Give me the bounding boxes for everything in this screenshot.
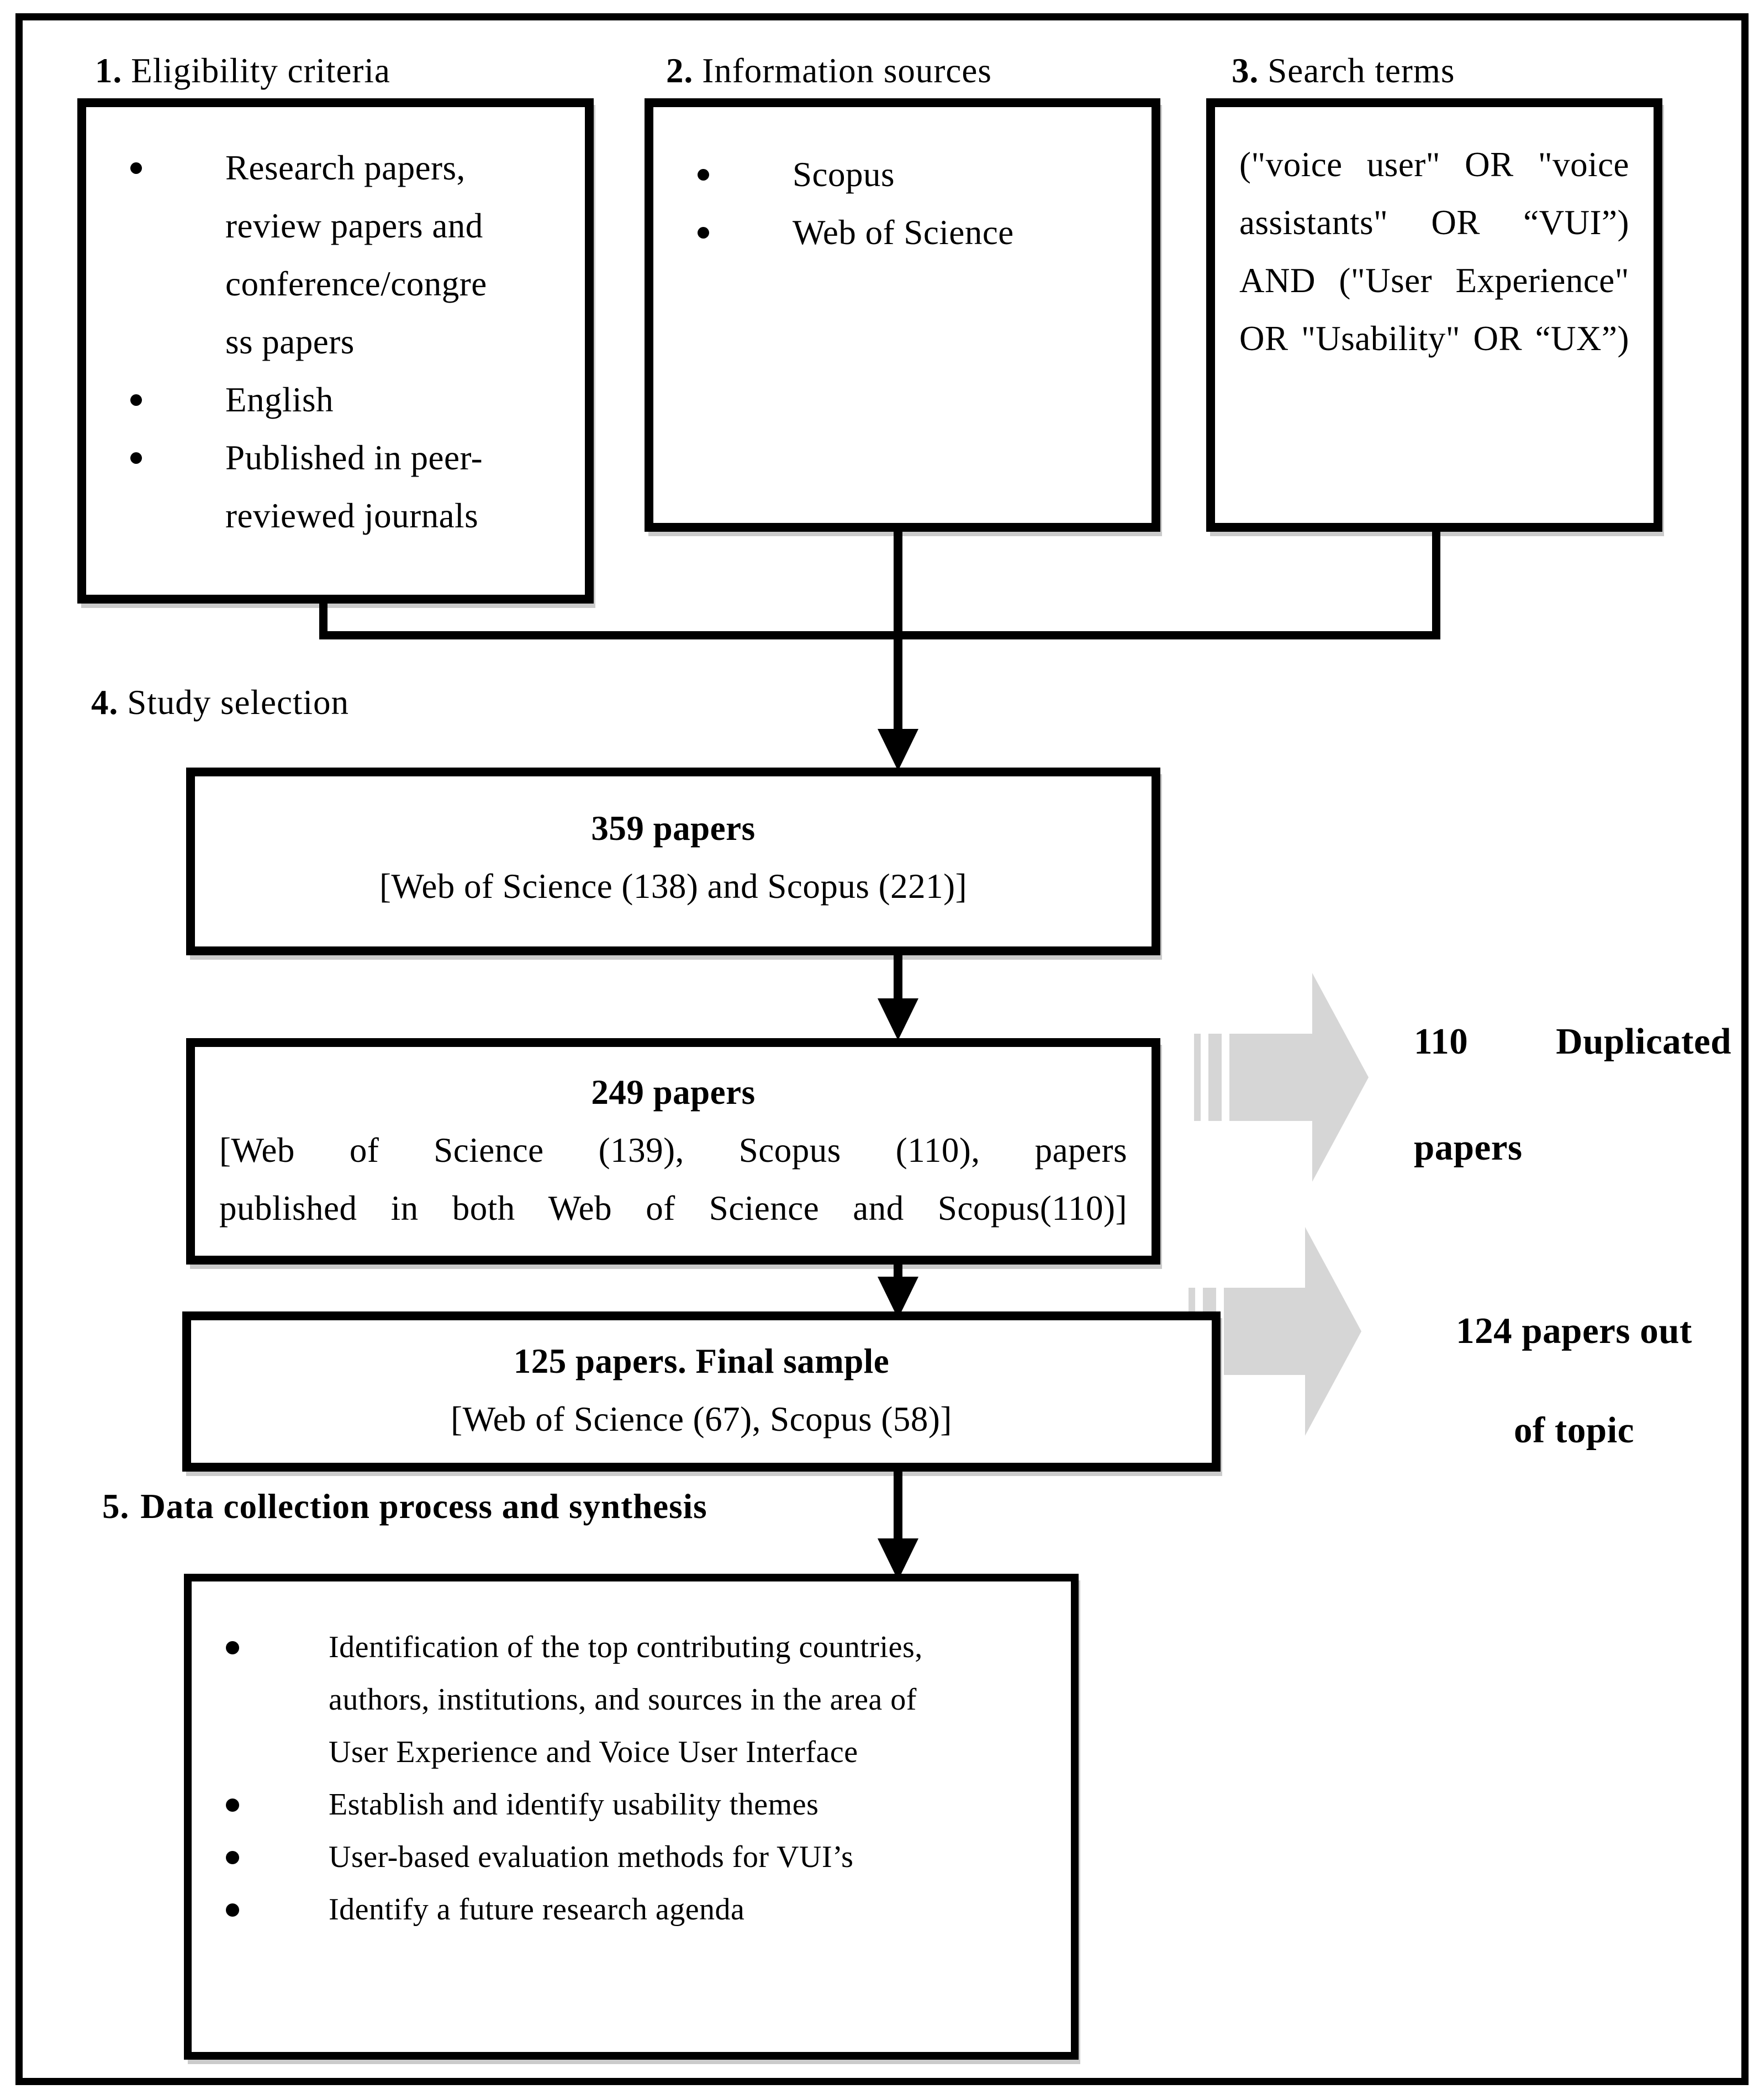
duplicated-papers-note: 110 Duplicated papers	[1414, 1021, 1731, 1168]
arrow-head-main	[878, 729, 918, 771]
box-249-detail: [Web of Science (139), Scopus (110), pap…	[219, 1131, 1127, 1228]
list-item: English	[86, 371, 585, 429]
section-label-eligibility: 1.Eligibility criteria	[95, 49, 390, 93]
section-label-search: 3.Search terms	[1232, 49, 1455, 93]
arrow-shaft-359-249	[894, 955, 902, 1001]
box-125-title: 125 papers. Final sample	[513, 1342, 890, 1380]
list-item: Scopus	[653, 146, 1152, 204]
gray-arrow-out-of-topic-head-icon	[1305, 1227, 1361, 1436]
section-title: Data collection process and synthesis	[140, 1487, 707, 1526]
list-item: Web of Science	[653, 204, 1152, 262]
arrow-shaft-125-synthesis	[894, 1472, 902, 1541]
box-249-title: 249 papers	[591, 1073, 756, 1112]
outer-border	[15, 13, 1749, 2085]
list-item: Identify a future research agenda	[192, 1884, 1071, 1936]
box-125-papers: 125 papers. Final sample [Web of Science…	[182, 1311, 1221, 1472]
arrow-head-359-249	[878, 998, 918, 1040]
gray-arrow-duplicated-stripe-icon	[1194, 1034, 1201, 1121]
connector-eligibility-drop	[319, 599, 328, 639]
gray-arrow-out-of-topic-tail-icon	[1224, 1288, 1305, 1375]
search-query-text: ("voice user" OR "voice assistants" OR “…	[1239, 145, 1629, 358]
arrow-head-125-synthesis	[878, 1538, 918, 1580]
list-item: Establish and identify usability themes	[192, 1779, 1071, 1831]
list-item: Research papers, review papers and confe…	[86, 139, 585, 371]
list-item: Published in peer- reviewed journals	[86, 429, 585, 545]
eligibility-list: Research papers, review papers and confe…	[86, 139, 585, 545]
section-label-synthesis: 5. Data collection process and synthesis	[102, 1484, 707, 1528]
synthesis-box: Identification of the top contributing c…	[184, 1574, 1079, 2060]
information-sources-list: Scopus Web of Science	[653, 146, 1152, 262]
arrow-shaft-main	[894, 527, 902, 731]
box-359-title: 359 papers	[591, 809, 756, 848]
section-number: 1.	[95, 51, 123, 90]
section-label-selection: 4.Study selection	[91, 680, 349, 724]
information-sources-box: Scopus Web of Science	[645, 98, 1160, 532]
box-125-detail: [Web of Science (67), Scopus (58)]	[451, 1400, 952, 1438]
arrow-shaft-249-125	[894, 1265, 902, 1278]
section-number: 2.	[666, 51, 694, 90]
arrow-head-249-125	[878, 1277, 918, 1319]
section-title: Search terms	[1267, 51, 1455, 90]
list-item: User-based evaluation methods for VUI’s	[192, 1831, 1071, 1884]
eligibility-criteria-box: Research papers, review papers and confe…	[77, 98, 594, 604]
section-title: Study selection	[127, 683, 349, 722]
connector-bus-line	[319, 631, 1440, 639]
box-249-papers: 249 papers [Web of Science (139), Scopus…	[186, 1038, 1160, 1265]
gray-arrow-duplicated-stripe-icon	[1208, 1034, 1222, 1121]
section-title: Eligibility criteria	[131, 51, 390, 90]
synthesis-list: Identification of the top contributing c…	[192, 1621, 1071, 1936]
box-359-detail: [Web of Science (138) and Scopus (221)]	[379, 867, 968, 906]
section-label-sources: 2.Information sources	[666, 49, 992, 93]
gray-arrow-duplicated-tail-icon	[1229, 1034, 1312, 1121]
section-title: Information sources	[702, 51, 992, 90]
search-terms-box: ("voice user" OR "voice assistants" OR “…	[1206, 98, 1662, 532]
out-of-topic-note: 124 papers out of topic	[1456, 1310, 1692, 1451]
section-number: 4.	[91, 683, 119, 722]
gray-arrow-duplicated-head-icon	[1312, 973, 1369, 1182]
box-359-papers: 359 papers [Web of Science (138) and Sco…	[186, 768, 1160, 955]
list-item: Identification of the top contributing c…	[192, 1621, 1071, 1779]
section-number: 5.	[102, 1487, 130, 1526]
connector-search-drop	[1432, 527, 1440, 639]
section-number: 3.	[1232, 51, 1259, 90]
